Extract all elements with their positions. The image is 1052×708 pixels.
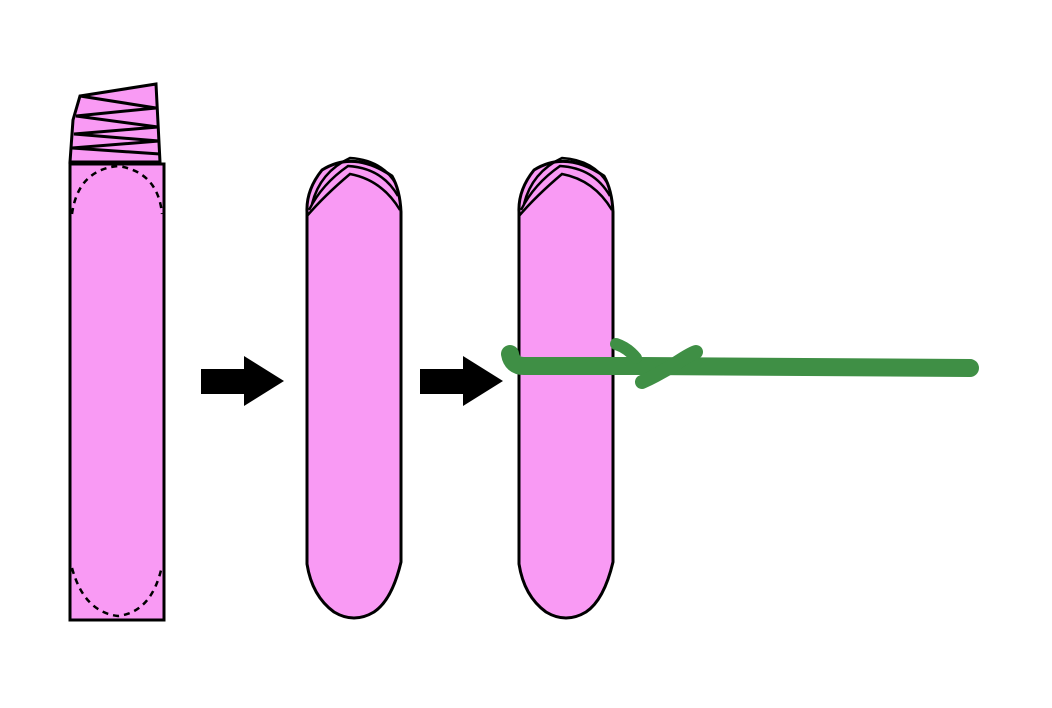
fold-layer-3 xyxy=(518,172,614,217)
fold-layer-1 xyxy=(522,156,610,205)
cord-icon xyxy=(501,338,979,389)
step-2-folded-strip xyxy=(305,156,403,620)
fold-layer-2 xyxy=(519,164,612,211)
tied-strip-body xyxy=(517,159,615,620)
pleat-zigzag xyxy=(71,94,161,156)
strip-body xyxy=(68,162,166,622)
cord-main xyxy=(501,345,979,377)
cord-knot xyxy=(635,345,703,389)
arrow-1 xyxy=(201,356,284,406)
step-3-tied-strip xyxy=(501,156,979,620)
arrow-right-icon xyxy=(201,356,284,406)
arrow-right-icon xyxy=(420,356,503,406)
fold-layer-1 xyxy=(310,156,398,205)
cord-loop xyxy=(610,338,642,364)
fold-layer-3 xyxy=(306,172,402,217)
arrow-2 xyxy=(420,356,503,406)
dashed-top-curve xyxy=(70,164,164,215)
fold-layer-2 xyxy=(307,164,400,211)
dashed-bottom-curve xyxy=(70,565,164,618)
step-1-fabric-strip xyxy=(68,82,166,622)
folded-strip-body xyxy=(305,159,403,620)
